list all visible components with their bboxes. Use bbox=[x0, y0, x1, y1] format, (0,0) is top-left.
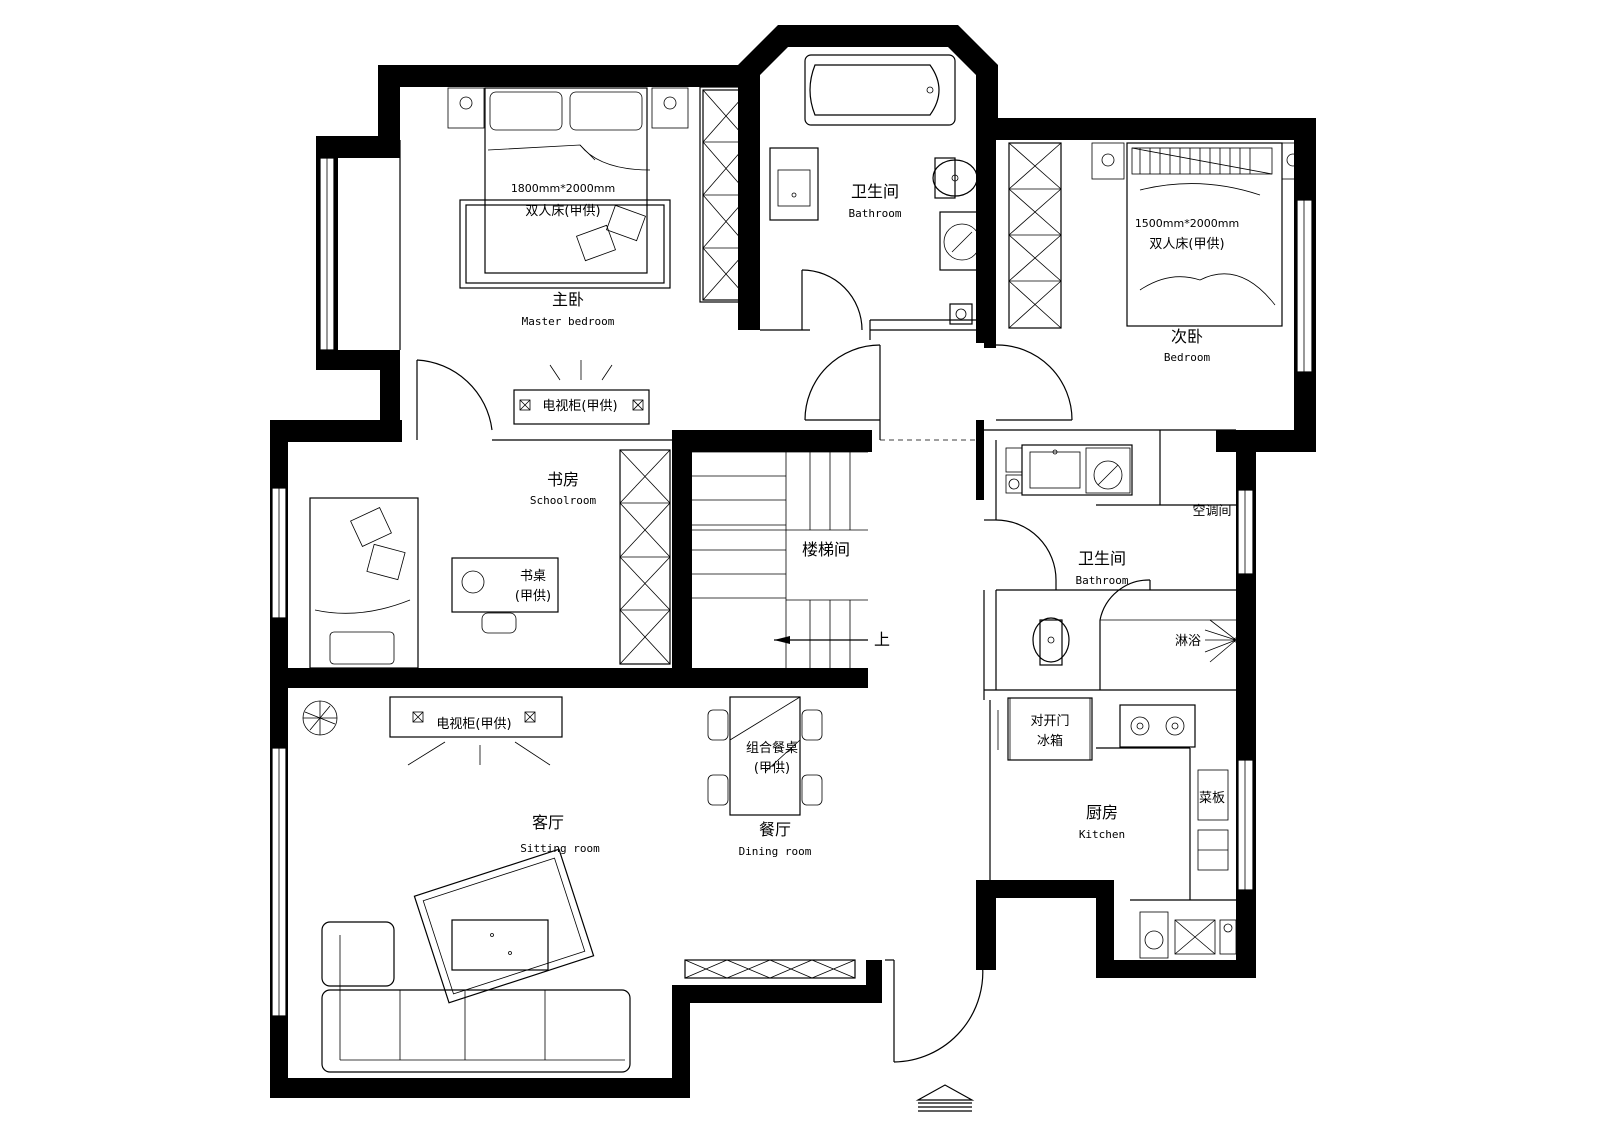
living-room-subtitle: Sitting room bbox=[520, 842, 600, 855]
cutting-board-label: 菜板 bbox=[1199, 791, 1225, 806]
study-title: 书房 bbox=[547, 470, 579, 489]
desk-label-line2: (甲供) bbox=[515, 589, 551, 604]
ac-room-label: 空调间 bbox=[1192, 504, 1231, 519]
dining-room-subtitle: Dining room bbox=[739, 845, 812, 858]
doors bbox=[416, 269, 1151, 1063]
master-tv-cabinet bbox=[513, 360, 650, 425]
second-bed bbox=[1091, 142, 1309, 327]
bathroom-top-title: 卫生间 bbox=[851, 182, 899, 201]
second-bed-size: 1500mm*2000mm bbox=[1135, 217, 1239, 230]
partitions bbox=[399, 86, 1236, 880]
second-bedroom-subtitle: Bedroom bbox=[1164, 351, 1211, 364]
study-furniture bbox=[309, 497, 559, 669]
second-bedroom-title: 次卧 bbox=[1171, 327, 1203, 346]
stairs bbox=[692, 451, 868, 668]
windows bbox=[271, 157, 1313, 1017]
master-bedroom-subtitle: Master bedroom bbox=[522, 315, 615, 328]
dining-table-line1: 组合餐桌 bbox=[746, 740, 798, 756]
entrance-arrow-icon bbox=[915, 1084, 975, 1112]
fridge-label-line2: 冰箱 bbox=[1037, 733, 1063, 749]
living-tv-cabinet-label: 电视柜(甲供) bbox=[436, 717, 511, 732]
living-room-title: 客厅 bbox=[532, 813, 564, 832]
fridge-label-line1: 对开门 bbox=[1030, 714, 1069, 729]
dining-room-title: 餐厅 bbox=[759, 820, 791, 839]
living-furniture bbox=[302, 696, 823, 1073]
kitchen-title: 厨房 bbox=[1086, 803, 1118, 822]
master-bedroom-title: 主卧 bbox=[552, 290, 584, 309]
stairs-title: 楼梯间 bbox=[802, 540, 850, 559]
study-subtitle: Schoolroom bbox=[530, 494, 597, 507]
shower-label: 淋浴 bbox=[1175, 634, 1201, 649]
labels: 1800mm*2000mm 双人床(甲供) 主卧 Master bedroom … bbox=[436, 182, 1239, 858]
kitchen-fixtures bbox=[997, 697, 1237, 959]
second-bed-label: 双人床(甲供) bbox=[1149, 237, 1224, 252]
desk-label-line1: 书桌 bbox=[520, 569, 546, 584]
bathroom-top-subtitle: Bathroom bbox=[849, 207, 902, 220]
master-tv-cabinet-label: 电视柜(甲供) bbox=[542, 399, 617, 414]
wardrobes bbox=[619, 89, 1062, 979]
bathroom-right-title: 卫生间 bbox=[1078, 549, 1126, 568]
stairs-up-label: 上 bbox=[874, 630, 890, 649]
bathroom-top-fixtures bbox=[769, 54, 993, 325]
master-bed-label: 双人床(甲供) bbox=[525, 204, 600, 219]
bathroom-right-fixtures bbox=[1005, 444, 1239, 666]
kitchen-subtitle: Kitchen bbox=[1079, 828, 1125, 841]
bathroom-right-subtitle: Bathroom bbox=[1076, 574, 1129, 587]
dining-table-line2: (甲供) bbox=[754, 761, 790, 776]
master-bed-size: 1800mm*2000mm bbox=[511, 182, 615, 195]
master-bed bbox=[447, 87, 689, 289]
